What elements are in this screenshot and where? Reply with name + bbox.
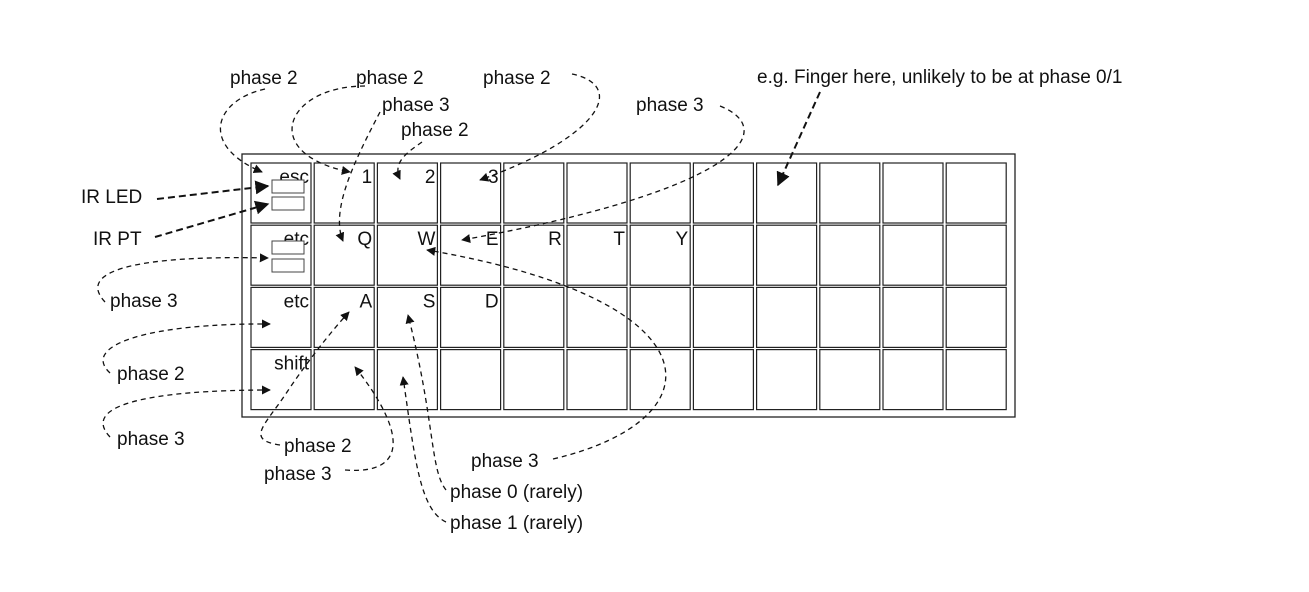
key xyxy=(755,286,818,348)
label-left-phase3-a: phase 3 xyxy=(110,291,178,312)
etc-sensor-top xyxy=(271,240,305,255)
arrow-phase0-s xyxy=(405,314,447,491)
arrow-phase3-e xyxy=(461,105,745,244)
arrow-phase3-etc1 xyxy=(97,253,269,303)
arrow-phase2-a xyxy=(260,311,350,446)
key xyxy=(503,349,565,411)
key-label: shift xyxy=(274,354,310,375)
key-label: Q xyxy=(357,229,372,250)
key-label: W xyxy=(417,229,435,250)
key xyxy=(945,224,1007,286)
key-label: R xyxy=(548,229,562,250)
ir-led-sensor xyxy=(271,179,305,194)
key xyxy=(376,162,438,224)
label-ir-led: IR LED xyxy=(81,187,142,208)
label-left-phase2: phase 2 xyxy=(117,364,185,385)
key xyxy=(819,162,881,224)
key xyxy=(376,224,438,286)
label-phase0: phase 0 (rarely) xyxy=(450,482,583,503)
key-label: S xyxy=(423,291,436,312)
key xyxy=(755,162,818,224)
key xyxy=(503,162,565,224)
key-label: 1 xyxy=(362,167,373,188)
key-label: T xyxy=(613,229,625,250)
key xyxy=(503,286,565,348)
key xyxy=(882,224,944,286)
key xyxy=(819,349,881,411)
key-label: etc xyxy=(284,291,309,312)
etc-sensor-bottom xyxy=(271,258,305,273)
arrow-phase3-q xyxy=(335,111,381,242)
arrow-group xyxy=(97,73,821,523)
key xyxy=(629,349,691,411)
label-top-phase2-c: phase 2 xyxy=(483,68,551,89)
label-phase1: phase 1 (rarely) xyxy=(450,513,583,534)
key xyxy=(882,162,944,224)
key xyxy=(882,349,944,411)
label-ir-pt: IR PT xyxy=(93,229,142,250)
arrow-phase3-shift xyxy=(102,385,271,438)
key xyxy=(692,162,755,224)
key xyxy=(250,286,312,348)
key xyxy=(692,224,755,286)
key xyxy=(692,286,755,348)
arrow-phase2-3 xyxy=(479,73,600,182)
key-label: Y xyxy=(676,229,689,250)
key xyxy=(440,286,502,348)
label-top-phase2-b: phase 2 xyxy=(356,68,424,89)
label-bottom-phase2: phase 2 xyxy=(284,436,352,457)
label-finger-note: e.g. Finger here, unlikely to be at phas… xyxy=(757,67,1122,88)
key-label: D xyxy=(485,291,499,312)
key xyxy=(440,349,502,411)
label-left-phase3-b: phase 3 xyxy=(117,429,185,450)
arrow-phase2-2 xyxy=(392,141,423,180)
label-bottom-phase3-a: phase 3 xyxy=(264,464,332,485)
arrow-phase2-1 xyxy=(291,85,366,175)
arrow-ir-led xyxy=(156,180,270,200)
key xyxy=(692,349,755,411)
key xyxy=(566,286,628,348)
key xyxy=(629,162,691,224)
key xyxy=(945,349,1007,411)
key xyxy=(566,224,628,286)
label-top-phase3-a: phase 3 xyxy=(382,95,450,116)
key xyxy=(566,162,628,224)
key xyxy=(250,349,312,411)
ir-pt-sensor xyxy=(271,196,305,211)
arrow-phase3-w xyxy=(426,246,667,460)
key-label: 2 xyxy=(425,167,436,188)
key xyxy=(882,286,944,348)
key xyxy=(945,162,1007,224)
key-label: E xyxy=(486,229,499,250)
label-top-phase2-a: phase 2 xyxy=(230,68,298,89)
key xyxy=(755,349,818,411)
key-label: A xyxy=(360,291,373,312)
label-bottom-phase3-b: phase 3 xyxy=(471,451,539,472)
key xyxy=(313,349,375,411)
key xyxy=(945,286,1007,348)
key xyxy=(376,349,438,411)
key xyxy=(566,349,628,411)
arrow-phase3-row4 xyxy=(344,366,394,471)
key-label: 3 xyxy=(488,167,499,188)
arrow-phase2-etc2 xyxy=(102,319,271,374)
key xyxy=(313,224,375,286)
label-top-phase2-d: phase 2 xyxy=(401,120,469,141)
key xyxy=(629,286,691,348)
arrow-ir-pt xyxy=(154,200,270,238)
key xyxy=(629,224,691,286)
key xyxy=(819,286,881,348)
arrow-phase1-row4 xyxy=(399,376,447,523)
arrow-finger xyxy=(776,91,821,187)
label-top-phase3-b: phase 3 xyxy=(636,95,704,116)
key xyxy=(819,224,881,286)
key xyxy=(440,162,502,224)
key xyxy=(755,224,818,286)
